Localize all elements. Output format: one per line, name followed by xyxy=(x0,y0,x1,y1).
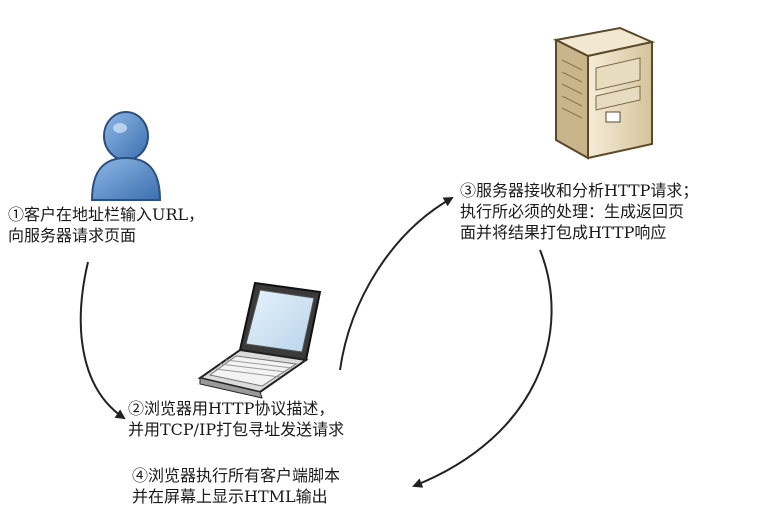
laptop-icon xyxy=(197,281,322,399)
step2-label: ②浏览器用HTTP协议描述， 并用TCP/IP打包寻址发送请求 xyxy=(128,398,344,440)
step1-line1: ①客户在地址栏输入URL， xyxy=(8,205,205,224)
server-icon xyxy=(552,26,656,160)
arrow-step2-to-step3 xyxy=(339,197,454,371)
step4-line2: 并在屏幕上显示HTML输出 xyxy=(132,487,328,506)
step4-line1: ④浏览器执行所有客户端脚本 xyxy=(132,466,341,485)
user-icon xyxy=(90,111,162,201)
step1-label: ①客户在地址栏输入URL， 向服务器请求页面 xyxy=(8,204,204,246)
step4-label: ④浏览器执行所有客户端脚本 并在屏幕上显示HTML输出 xyxy=(132,465,340,507)
step3-label: ③服务器接收和分析HTTP请求； 执行所必须的处理：生成返回页 面并将结果打包成… xyxy=(460,180,698,243)
arrow-step3-to-step4 xyxy=(412,249,553,488)
step2-line2: 并用TCP/IP打包寻址发送请求 xyxy=(128,420,345,439)
step2-line1: ②浏览器用HTTP协议描述， xyxy=(128,399,335,418)
step3-line3: 面并将结果打包成HTTP响应 xyxy=(460,223,667,242)
arrow-step1-to-step2 xyxy=(79,261,126,420)
step3-line2: 执行所必须的处理：生成返回页 xyxy=(460,202,685,221)
step3-line1: ③服务器接收和分析HTTP请求； xyxy=(460,181,699,200)
step1-line2: 向服务器请求页面 xyxy=(8,226,137,245)
